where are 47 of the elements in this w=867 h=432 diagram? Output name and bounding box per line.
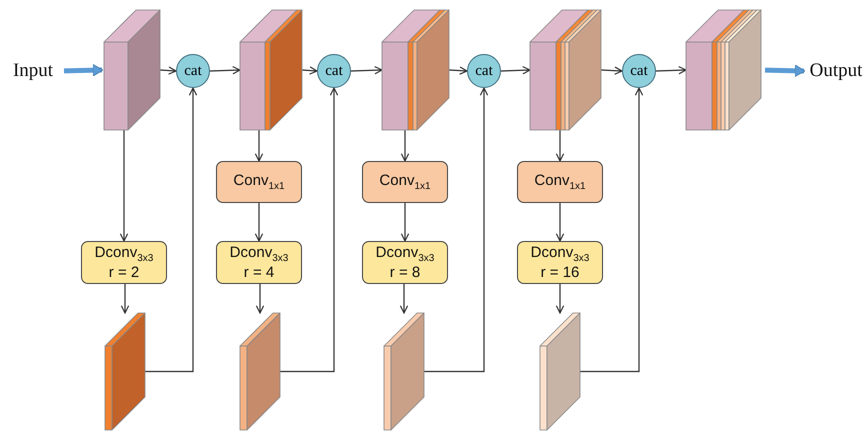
arrow xyxy=(656,66,687,74)
feature-map-block xyxy=(240,10,302,130)
arrow xyxy=(210,66,241,74)
arrow xyxy=(424,87,488,372)
arrow xyxy=(556,203,564,242)
feature-map-block xyxy=(686,10,761,130)
dconv-box: Dconv$_{3x3}$ r = 2 xyxy=(81,241,167,284)
dconv-box: Dconv$_{3x3}$ r = 8 xyxy=(362,241,448,284)
block-arrow xyxy=(64,64,104,77)
output-label: Output xyxy=(806,60,866,82)
arrow xyxy=(120,284,130,314)
input-label: Input xyxy=(6,60,60,82)
concat-circle: cat xyxy=(176,54,210,88)
arrow xyxy=(256,284,264,314)
arrow xyxy=(400,284,408,314)
dconv-box: Dconv$_{3x3}$ r = 4 xyxy=(216,241,302,284)
concat-circle: cat xyxy=(622,54,656,88)
arrow xyxy=(120,130,128,242)
conv-box: Conv$_{1x1}$ xyxy=(216,161,302,203)
conv-box: Conv$_{1x1}$ xyxy=(517,161,603,203)
arrow xyxy=(500,66,531,74)
arrow xyxy=(280,87,338,372)
feature-map-slice xyxy=(540,313,580,430)
arrow xyxy=(580,87,644,372)
feature-map-block xyxy=(530,10,601,130)
arrow xyxy=(400,130,410,162)
arrow xyxy=(160,66,177,75)
block-arrow xyxy=(764,64,806,78)
arrow xyxy=(302,66,318,75)
arrow xyxy=(556,284,564,314)
arrow xyxy=(145,87,198,372)
concat-circle: cat xyxy=(317,54,351,88)
feature-map-slice xyxy=(240,313,280,430)
arrow xyxy=(600,66,623,75)
concat-circle: cat xyxy=(467,54,501,88)
feature-map-block xyxy=(382,10,449,130)
arrow xyxy=(254,130,264,162)
dconv-box: Dconv$_{3x3}$ r = 16 xyxy=(517,241,603,284)
feature-map-block xyxy=(104,10,160,130)
feature-map-slice xyxy=(384,313,424,430)
arrow xyxy=(400,203,410,242)
conv-box: Conv$_{1x1}$ xyxy=(362,161,448,203)
arrow xyxy=(448,66,468,75)
feature-map-slice xyxy=(105,313,145,430)
arrow xyxy=(254,203,264,242)
arrow xyxy=(350,66,383,74)
arrow xyxy=(556,130,564,162)
